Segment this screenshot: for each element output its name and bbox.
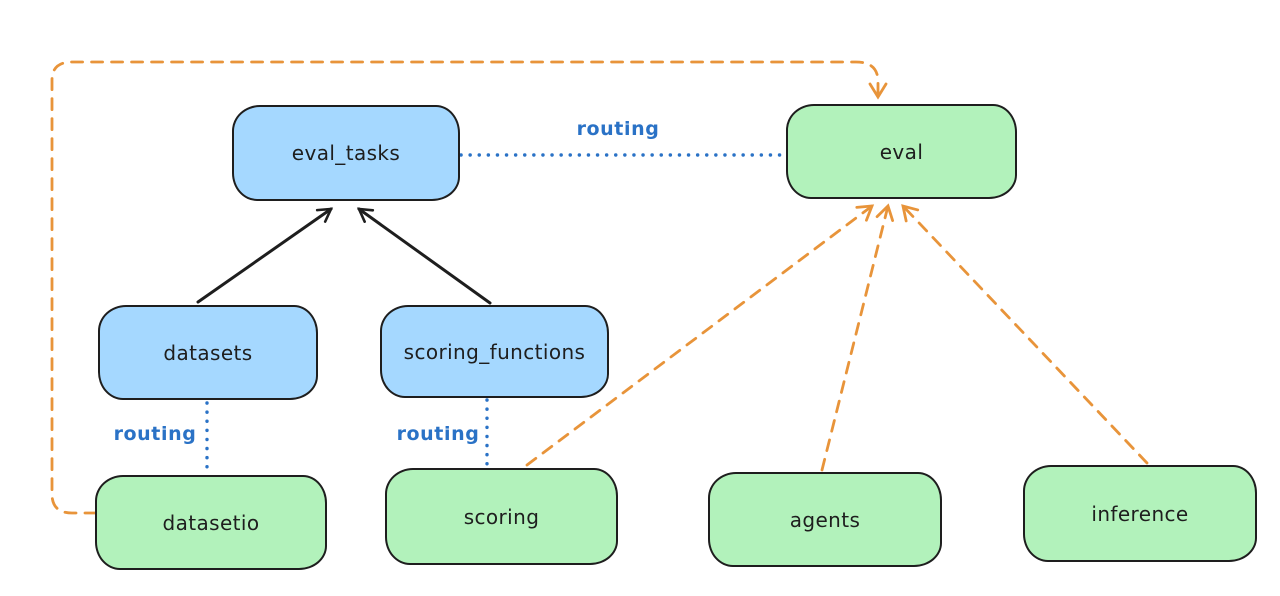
node-label: agents xyxy=(789,507,861,532)
edge-datasets-to-eval-tasks xyxy=(196,207,334,304)
edge-datasetio-to-eval xyxy=(50,60,888,515)
node-label: eval_tasks xyxy=(291,141,401,165)
edge-agents-to-eval xyxy=(820,203,895,472)
node-agents: agents xyxy=(708,472,942,567)
node-label: inference xyxy=(1091,501,1189,526)
node-label: eval xyxy=(879,139,924,164)
node-scoring-functions: scoring_functions xyxy=(380,305,609,398)
node-datasetio: datasetio xyxy=(95,475,327,570)
edge-scoring-to-eval xyxy=(525,204,875,467)
node-eval: eval xyxy=(786,104,1017,199)
edge-inference-to-eval xyxy=(901,204,1149,465)
edge-label-routing-scoring: routing xyxy=(396,423,480,445)
node-label: datasetio xyxy=(162,510,260,535)
node-datasets: datasets xyxy=(98,305,318,400)
node-scoring: scoring xyxy=(385,468,618,565)
node-label: scoring xyxy=(463,504,540,529)
node-inference: inference xyxy=(1023,465,1257,562)
edge-label-routing-top: routing xyxy=(576,118,660,140)
edge-label-routing-datasetio: routing xyxy=(113,423,197,445)
node-eval-tasks: eval_tasks xyxy=(232,105,460,201)
edge-scoring-functions-to-eval-tasks xyxy=(356,207,492,305)
node-label: scoring_functions xyxy=(403,339,586,364)
node-label: datasets xyxy=(163,340,253,365)
